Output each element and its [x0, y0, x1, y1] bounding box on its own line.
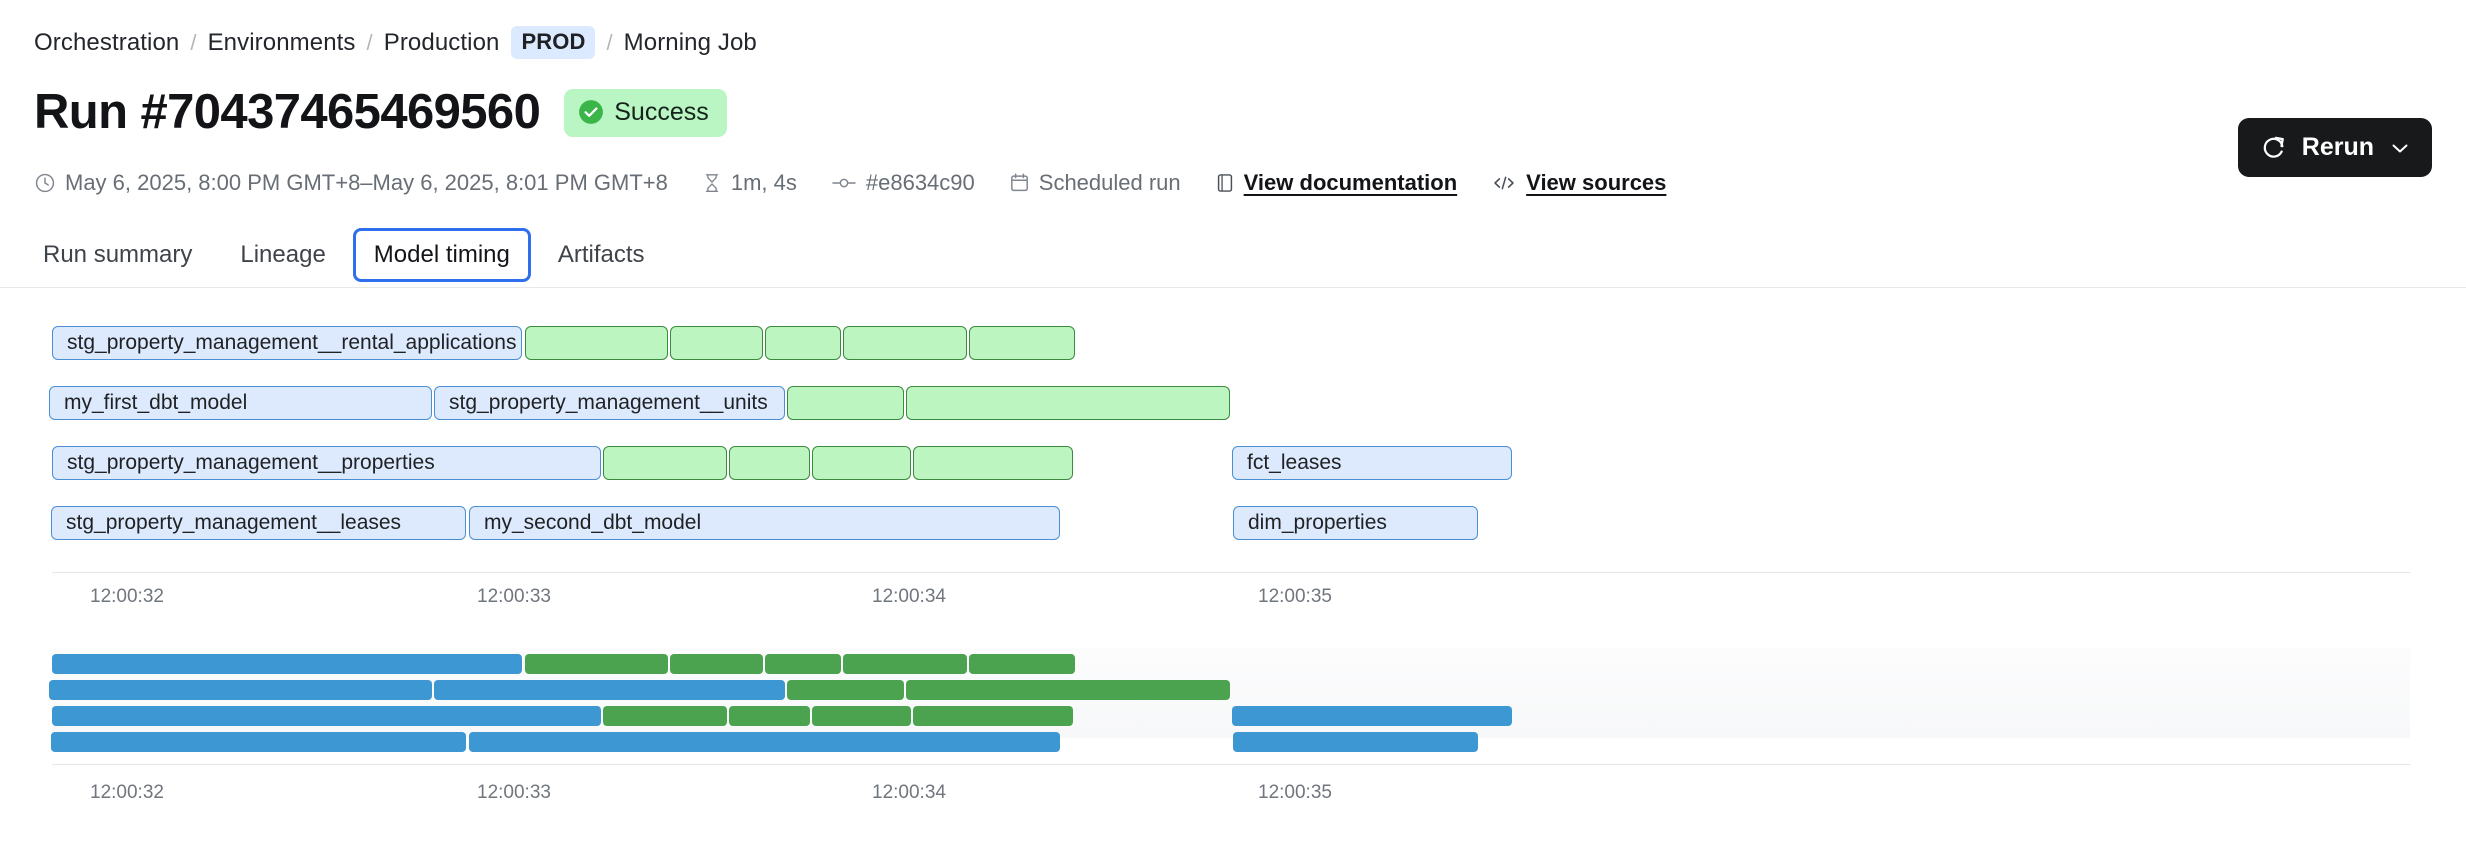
- overview-bar-segment[interactable]: [812, 706, 911, 726]
- overview-bar-segment[interactable]: [51, 732, 466, 752]
- overview-bar-segment[interactable]: [906, 680, 1230, 700]
- meta-trigger: Scheduled run: [1009, 170, 1181, 196]
- timing-bar-my-first-dbt-model[interactable]: my_first_dbt_model: [49, 386, 432, 420]
- meta-timerange: May 6, 2025, 8:00 PM GMT+8–May 6, 2025, …: [34, 170, 668, 196]
- timing-bar-segment[interactable]: [670, 326, 763, 360]
- timing-bar-stg-property-management--leases[interactable]: stg_property_management__leases: [51, 506, 466, 540]
- timing-bar-stg-property-management--properties[interactable]: stg_property_management__properties: [52, 446, 601, 480]
- run-meta-row: May 6, 2025, 8:00 PM GMT+8–May 6, 2025, …: [34, 170, 1666, 196]
- status-badge: Success: [564, 88, 727, 137]
- timeline-axis-line: [52, 572, 2410, 573]
- status-badge-label: Success: [614, 97, 709, 126]
- overview-bar-segment[interactable]: [843, 654, 967, 674]
- meta-duration: 1m, 4s: [702, 170, 797, 196]
- timing-bar-segment[interactable]: [969, 326, 1075, 360]
- rerun-button[interactable]: Rerun: [2237, 118, 2432, 177]
- overview-bar-segment[interactable]: [787, 680, 904, 700]
- timing-bar-segment[interactable]: [765, 326, 841, 360]
- tab-run-summary[interactable]: Run summary: [43, 241, 193, 268]
- timing-bar-stg-property-management--rental-applications[interactable]: stg_property_management__rental_applicat…: [52, 326, 522, 360]
- check-circle-icon: [579, 100, 604, 124]
- timing-bar-segment[interactable]: [906, 386, 1230, 420]
- page-title: Run #70437465469560: [34, 85, 541, 139]
- book-icon: [1217, 174, 1232, 192]
- breadcrumb-item-production[interactable]: Production: [383, 28, 500, 56]
- calendar-icon: [1010, 173, 1028, 192]
- timing-bar-dim-properties[interactable]: dim_properties: [1233, 506, 1478, 540]
- overview-tick-label: 12:00:34: [872, 782, 946, 803]
- timing-bar-segment[interactable]: [812, 446, 911, 480]
- timing-bar-segment[interactable]: [729, 446, 810, 480]
- rerun-button-label: Rerun: [2301, 133, 2374, 161]
- overview-bar-segment[interactable]: [1233, 732, 1478, 752]
- breadcrumb-item-environments[interactable]: Environments: [207, 28, 356, 56]
- meta-commit: #e8634c90: [831, 170, 975, 196]
- overview-bar-segment[interactable]: [52, 706, 601, 726]
- meta-commit-label: #e8634c90: [865, 170, 975, 195]
- timeline-tick-label: 12:00:35: [1258, 586, 1332, 607]
- refresh-icon: [2263, 136, 2284, 158]
- timing-bar-segment[interactable]: [843, 326, 967, 360]
- overview-bar-segment[interactable]: [603, 706, 727, 726]
- timing-bar-segment[interactable]: [525, 326, 668, 360]
- timeline-tick-label: 12:00:34: [872, 586, 946, 607]
- page-title-row: Run #70437465469560 Success: [34, 88, 727, 137]
- breadcrumb-separator: /: [606, 29, 613, 55]
- overview-bar-segment[interactable]: [1232, 706, 1512, 726]
- tab-bar-divider: [0, 287, 2466, 288]
- environment-badge-prod: PROD: [511, 26, 596, 59]
- timing-bar-fct-leases[interactable]: fct_leases: [1232, 446, 1512, 480]
- timing-bar-segment[interactable]: [787, 386, 904, 420]
- timing-bar-segment[interactable]: [603, 446, 727, 480]
- tab-lineage[interactable]: Lineage: [240, 241, 326, 268]
- overview-bar-segment[interactable]: [469, 732, 1060, 752]
- timeline-tick-label: 12:00:33: [477, 586, 551, 607]
- timing-bar-my-second-dbt-model[interactable]: my_second_dbt_model: [469, 506, 1060, 540]
- tab-artifacts[interactable]: Artifacts: [557, 241, 645, 268]
- overview-bar-segment[interactable]: [525, 654, 668, 674]
- breadcrumb-separator: /: [190, 29, 197, 55]
- overview-tick-label: 12:00:32: [90, 782, 164, 803]
- view-documentation-link[interactable]: View documentation: [1243, 170, 1458, 195]
- chevron-down-icon[interactable]: [2388, 136, 2412, 160]
- overview-tick-label: 12:00:33: [477, 782, 551, 803]
- tab-bar: Run summary Lineage Model timing Artifac…: [22, 228, 666, 282]
- meta-timerange-label: May 6, 2025, 8:00 PM GMT+8–May 6, 2025, …: [65, 170, 668, 195]
- view-sources-link[interactable]: View sources: [1526, 170, 1667, 195]
- overview-bar-segment[interactable]: [434, 680, 785, 700]
- overview-bar-segment[interactable]: [52, 654, 522, 674]
- hourglass-icon: [705, 174, 719, 192]
- overview-tick-label: 12:00:35: [1258, 782, 1332, 803]
- overview-bar-segment[interactable]: [49, 680, 432, 700]
- overview-bar-segment[interactable]: [969, 654, 1075, 674]
- meta-trigger-label: Scheduled run: [1038, 170, 1181, 195]
- clock-icon: [35, 173, 55, 193]
- meta-duration-label: 1m, 4s: [730, 170, 797, 195]
- tab-model-timing[interactable]: Model timing: [352, 228, 531, 282]
- timing-bar-stg-property-management--units[interactable]: stg_property_management__units: [434, 386, 785, 420]
- breadcrumb-item-orchestration[interactable]: Orchestration: [34, 28, 180, 56]
- timeline-tick-label: 12:00:32: [90, 586, 164, 607]
- overview-axis-line: [52, 764, 2410, 765]
- timing-bar-segment[interactable]: [913, 446, 1073, 480]
- meta-documentation[interactable]: View documentation: [1215, 170, 1458, 196]
- overview-bar-segment[interactable]: [729, 706, 810, 726]
- overview-bar-segment[interactable]: [913, 706, 1073, 726]
- breadcrumb-separator: /: [366, 29, 373, 55]
- breadcrumb-item-morning-job[interactable]: Morning Job: [623, 28, 757, 56]
- overview-bar-segment[interactable]: [765, 654, 841, 674]
- code-icon: [1494, 176, 1514, 190]
- overview-bar-segment[interactable]: [670, 654, 763, 674]
- commit-icon: [832, 178, 856, 188]
- breadcrumb: Orchestration / Environments / Productio…: [34, 26, 757, 59]
- meta-sources[interactable]: View sources: [1491, 170, 1666, 196]
